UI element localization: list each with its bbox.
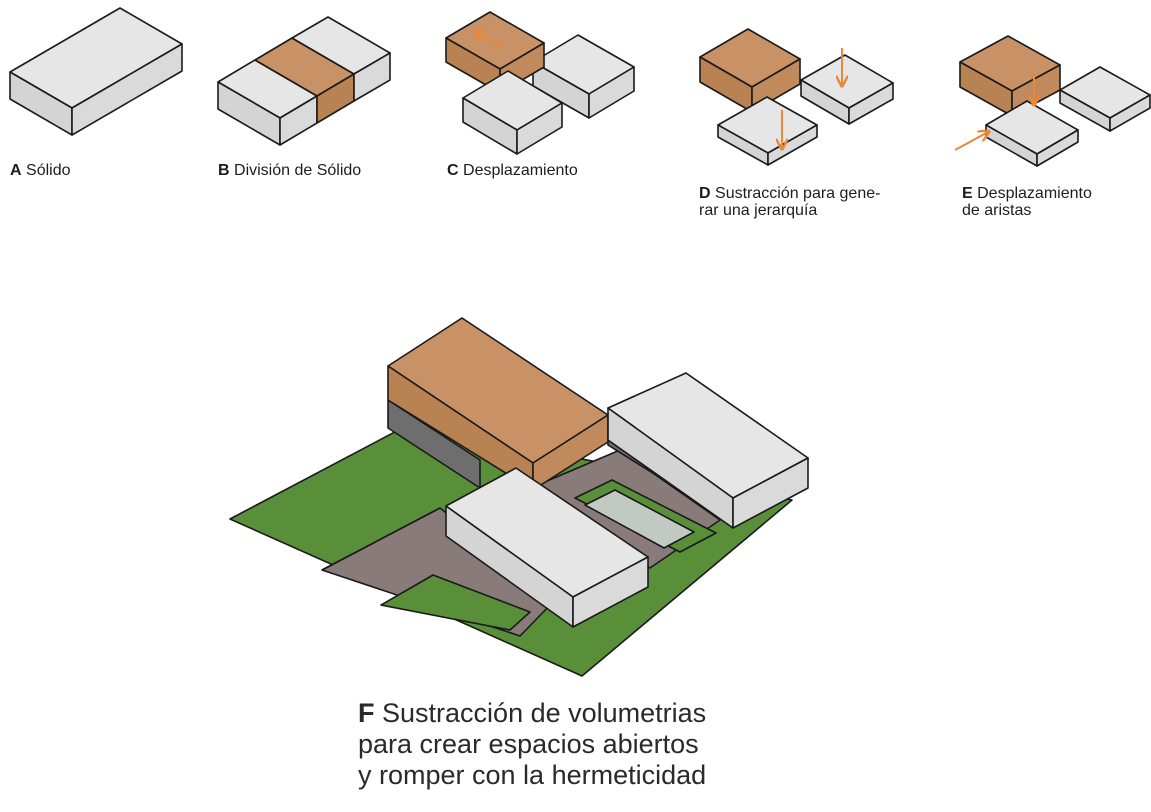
displacement-arrow (476, 32, 505, 49)
step-a-letter: A (10, 162, 22, 179)
step-e-label-line2: de aristas (962, 202, 1032, 219)
step-c-caption: C Desplazamiento (447, 162, 578, 179)
step-b-label: División de Sólido (234, 162, 362, 179)
step-b-letter: B (218, 162, 230, 179)
edge-displacement-e-illustration (959, 35, 1151, 167)
step-d-label-line1: Sustracción para gene- (715, 185, 881, 202)
step-d-caption: D Sustracción para gene- rar una jerarqu… (699, 185, 880, 219)
final-line-2: para crear espacios abiertos (358, 729, 699, 759)
step-d-label-line2: rar una jerarquía (699, 202, 818, 219)
step-c-letter: C (447, 162, 459, 179)
displacement-c-illustration (445, 11, 635, 155)
step-e-letter: E (962, 185, 973, 202)
final-line-1: Sustracción de volumetrias (382, 698, 707, 728)
final-caption: F Sustracción de volumetrias para crear … (358, 698, 706, 791)
final-letter: F (358, 698, 375, 728)
final-line-3: y romper con la hermeticidad (358, 760, 707, 790)
solid-a-illustration (9, 7, 183, 136)
step-e-label-line1: Desplazamiento (977, 185, 1092, 202)
step-a-label: Sólido (26, 162, 71, 179)
site-plan-f-illustration (229, 317, 809, 677)
step-e-caption: E Desplazamiento de aristas (962, 185, 1092, 219)
step-a-caption: A Sólido (10, 162, 71, 179)
subtraction-d-illustration (699, 28, 894, 166)
step-b-caption: B División de Sólido (218, 162, 361, 179)
step-d-letter: D (699, 185, 711, 202)
solid-division-b-illustration (217, 16, 391, 146)
step-c-label: Desplazamiento (463, 162, 578, 179)
edge-arrow-diagonal (954, 132, 988, 151)
